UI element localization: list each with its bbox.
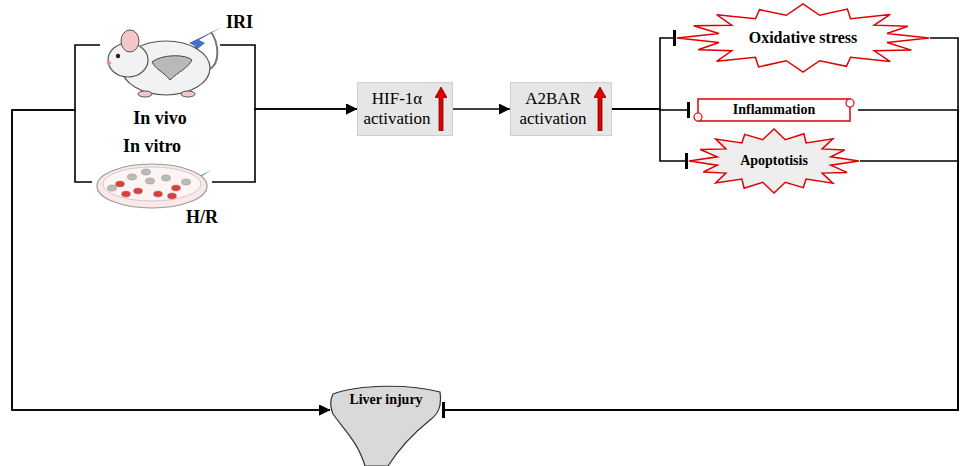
- liver-organ: [152, 56, 192, 80]
- cell: [128, 174, 137, 180]
- box-node: A2BAR activation: [510, 82, 612, 136]
- node-text: A2BAR activation: [515, 89, 591, 130]
- arrow-connector: [12, 110, 330, 410]
- mouse-foot: [138, 91, 152, 97]
- node-text: Inflammation: [733, 102, 815, 119]
- node-text: In vivo: [133, 108, 187, 130]
- starburst: [689, 129, 859, 193]
- node-text: In vitro: [123, 136, 181, 158]
- inhibition-connector: [612, 109, 688, 161]
- mouse-nose: [107, 61, 111, 65]
- node-text: Liver injury: [349, 392, 422, 409]
- cell: [172, 185, 181, 191]
- dish-node: In vitro: [92, 136, 212, 210]
- condition-label: H/R: [186, 207, 218, 228]
- cell: [134, 188, 143, 194]
- cell: [182, 179, 191, 185]
- mouse-node: In vivo: [100, 10, 220, 130]
- cell: [122, 191, 131, 197]
- up-arrow: [435, 87, 447, 131]
- star-node: Apoptotisis: [688, 128, 860, 194]
- mouse-eye: [116, 54, 120, 58]
- up-arrow: [594, 87, 606, 131]
- scroll-body: [698, 99, 850, 121]
- mouse-ear: [121, 30, 139, 52]
- starburst: [677, 4, 929, 72]
- scroll-curl: [694, 113, 702, 121]
- arrow-connector: [453, 108, 510, 110]
- mouse-foot: [181, 91, 195, 97]
- arrow-connector: [12, 45, 330, 410]
- cell: [116, 181, 125, 187]
- liver-shape: [331, 386, 441, 466]
- inhibition-connector: [442, 38, 958, 410]
- arrow-connector: [220, 45, 357, 109]
- condition-label: IRI: [226, 12, 253, 33]
- scroll-curl: [846, 99, 854, 107]
- node-text: Oxidative stress: [749, 28, 858, 47]
- up-arrow-symbol: [594, 87, 606, 131]
- arrow-connector: [212, 109, 357, 182]
- cell: [146, 178, 155, 184]
- scroll-node: Inflammation: [690, 95, 858, 125]
- up-arrow-symbol: [435, 87, 447, 131]
- star-node: Oxidative stress: [676, 3, 930, 73]
- cell: [142, 169, 151, 175]
- box-node: HIF-1α activation: [357, 82, 453, 136]
- inhibition-connector: [442, 161, 958, 410]
- inhibition-connector: [442, 110, 958, 410]
- cell: [162, 175, 171, 181]
- petri-dish-rim: [103, 167, 201, 201]
- node-text: Apoptotisis: [740, 153, 808, 170]
- cell: [108, 185, 117, 191]
- cell: [154, 191, 163, 197]
- liver-node: Liver injury: [330, 382, 442, 466]
- petri-dish: [97, 164, 207, 208]
- cell: [168, 193, 177, 199]
- node-text: HIF-1α activation: [362, 89, 432, 130]
- inhibition-connector: [612, 38, 676, 109]
